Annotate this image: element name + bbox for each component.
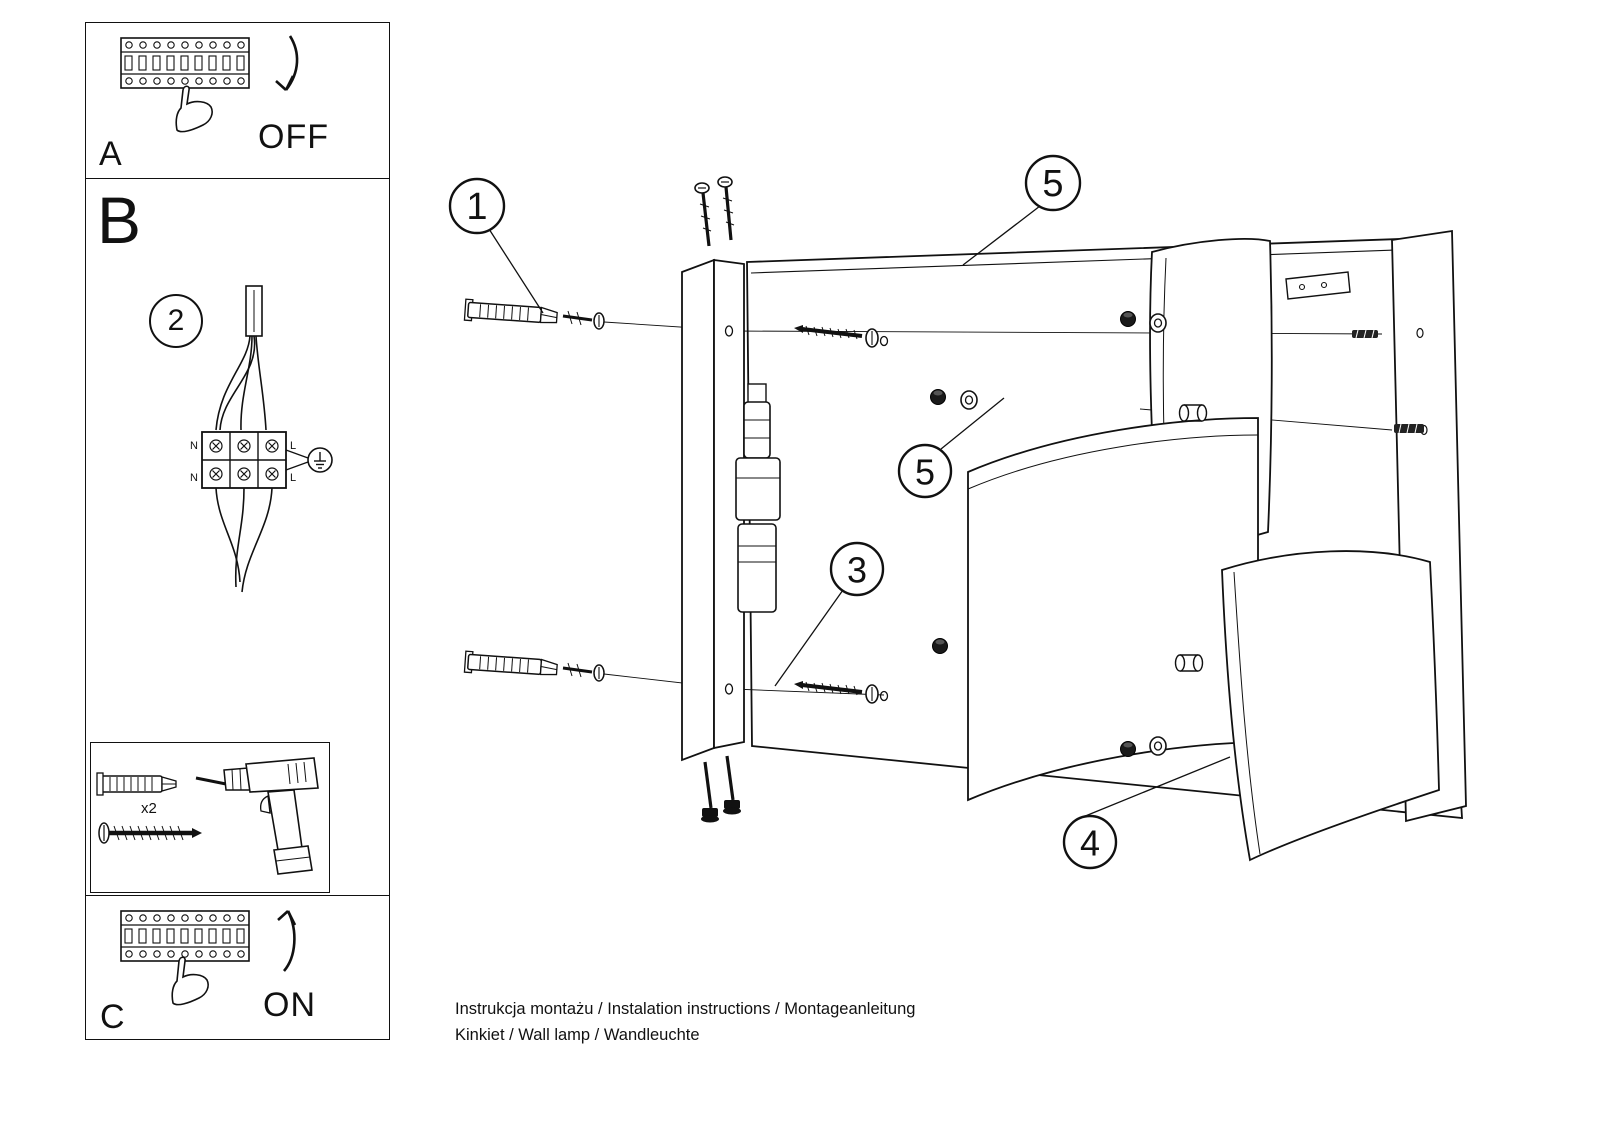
callout-4-number: 4 [1080, 823, 1100, 864]
label-l-top: L [290, 440, 296, 452]
footer-instructions-line: Instrukcja montażu / Instalation instruc… [455, 1000, 916, 1018]
callout-3: 3 [774, 541, 885, 687]
bracket-screws-top [694, 176, 735, 247]
plug-screw-upper [562, 310, 605, 330]
breaker-toggles [124, 55, 245, 71]
callout-4: 4 [1062, 756, 1231, 870]
terminal-block-assembly [735, 383, 781, 613]
label-l-bottom: L [290, 472, 296, 484]
callout-5-top-number: 5 [1042, 163, 1063, 205]
callout-5-mid-number: 5 [915, 452, 935, 493]
shade-lower [1221, 550, 1440, 862]
arrow-up-icon [277, 910, 297, 972]
callout-5-mid: 5 [897, 397, 1005, 499]
footer-product-line: Kinkiet / Wall lamp / Wandleuchte [455, 1026, 700, 1044]
long-screw-lower [794, 681, 879, 704]
panel-b-letter: B [97, 183, 142, 257]
callout-5-top: 5 [962, 154, 1082, 266]
wires-top [215, 335, 267, 431]
off-label: OFF [258, 118, 329, 156]
wall-plug-icon [96, 772, 177, 796]
callout-2-number: 2 [167, 304, 185, 337]
spacers [1174, 404, 1208, 672]
wires-bottom [215, 487, 273, 593]
panel-a-divider [85, 178, 390, 179]
label-n-top: N [190, 440, 198, 452]
drill-icon [195, 757, 319, 875]
wiring-diagram: N L N L [190, 285, 333, 593]
arrow-down-icon [275, 35, 299, 91]
callout-3-number: 3 [847, 550, 867, 591]
panel-a-letter: A [99, 135, 122, 173]
long-screw-upper [794, 325, 879, 348]
hand-icon [171, 956, 209, 1006]
exploded-view: 1 5 5 3 4 [448, 154, 1467, 870]
screw-icon [98, 822, 202, 844]
ground-symbol-icon [285, 447, 333, 473]
terminal-block [201, 431, 287, 489]
hand-icon [175, 85, 213, 133]
callout-1: 1 [448, 177, 544, 314]
breaker-panel-on-icon [120, 910, 250, 1006]
plug-count-label: x2 [141, 800, 157, 817]
plug-screw-lower [562, 662, 605, 682]
panel-c-divider [85, 895, 390, 896]
wall-plug-lower [463, 650, 558, 676]
on-label: ON [263, 986, 316, 1024]
breaker-terminals-bottom [125, 77, 245, 85]
wall-plug-upper [463, 298, 558, 324]
bridge-plate [1285, 271, 1351, 300]
mounting-bracket [681, 258, 745, 762]
breaker-panel-off-icon [120, 37, 250, 133]
glass-diffuser [967, 417, 1259, 802]
cap-nuts-washers [930, 311, 1167, 757]
label-n-bottom: N [190, 472, 198, 484]
breaker-terminals-top [125, 41, 245, 49]
panel-c-letter: C [100, 998, 125, 1036]
callout-1-number: 1 [466, 186, 487, 228]
callout-2: 2 [149, 294, 203, 348]
bracket-screws-bottom [701, 755, 741, 823]
